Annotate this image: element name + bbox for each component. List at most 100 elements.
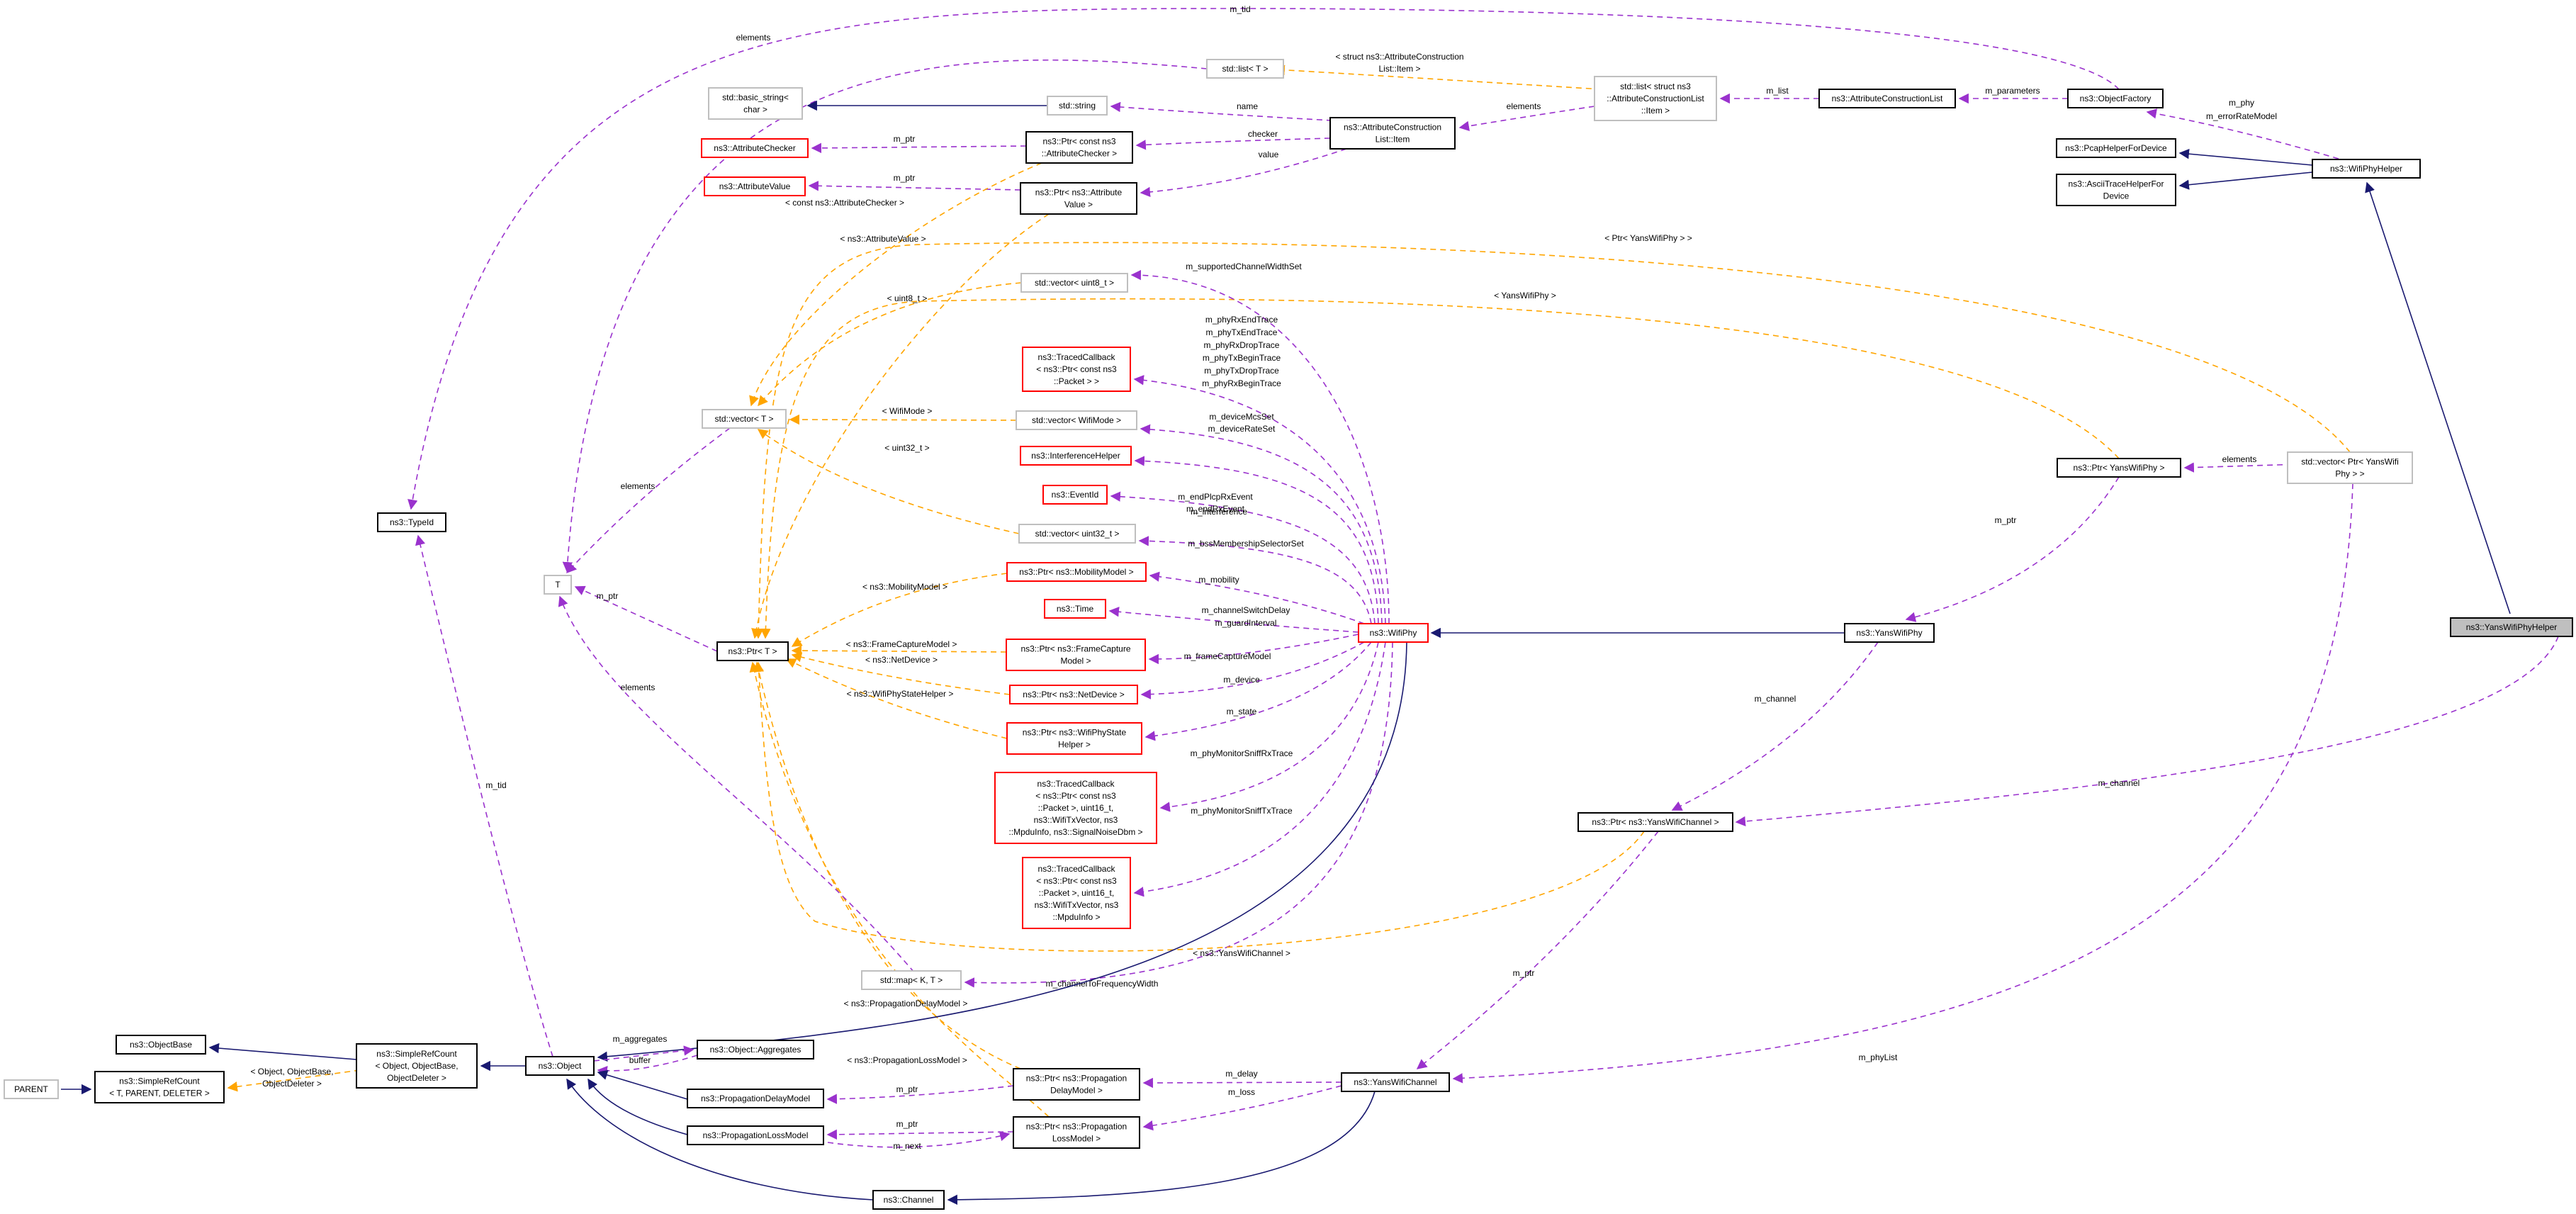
- edge-inherit: [2178, 149, 2313, 166]
- class-node-basic_string[interactable]: std::basic_string<char >: [708, 87, 803, 120]
- node-box: [1818, 89, 1956, 108]
- edge-label: m_deviceMcsSet: [1209, 412, 1274, 422]
- class-node-aggregates[interactable]: ns3::Object::Aggregates: [697, 1040, 814, 1060]
- edge-label: m_phy: [2229, 98, 2254, 108]
- class-node-vec_uint32[interactable]: std::vector< uint32_t >: [1018, 524, 1136, 544]
- edge-label: m_channelToFrequencyWidth: [1046, 979, 1159, 989]
- class-node-vec_t[interactable]: std::vector< T >: [702, 409, 787, 429]
- edge-line: [1416, 831, 1659, 1069]
- class-node-attrconslist[interactable]: ns3::AttributeConstructionList: [1818, 89, 1956, 108]
- class-node-ptr_yanswifiphy[interactable]: ns3::Ptr< YansWifiPhy >: [2057, 458, 2181, 478]
- class-node-time[interactable]: ns3::Time: [1044, 599, 1106, 619]
- edge-line: [593, 1045, 694, 1062]
- class-node-yanswifichannel[interactable]: ns3::YansWifiChannel: [1341, 1072, 1450, 1092]
- edge-label: m_errorRateModel: [2206, 111, 2277, 121]
- class-node-eventid[interactable]: ns3::EventId: [1042, 485, 1108, 505]
- class-node-ptr_t[interactable]: ns3::Ptr< T >: [716, 641, 789, 661]
- edge-label: m_tid: [485, 780, 506, 790]
- edge-use: m_channel: [1671, 641, 1879, 811]
- class-node-map_kt[interactable]: std::map< K, T >: [861, 970, 962, 990]
- class-node-typeid[interactable]: ns3::TypeId: [377, 512, 446, 532]
- class-node-traced_sniffrx[interactable]: ns3::TracedCallback< ns3::Ptr< const ns3…: [994, 772, 1157, 844]
- edges-layer: m_phym_errorRateModelm_parametersm_listm…: [61, 4, 2559, 1205]
- class-node-ptr_mobility[interactable]: ns3::Ptr< ns3::MobilityModel >: [1006, 562, 1147, 582]
- edge-tmpl: < uint8_t >: [758, 282, 1022, 407]
- node-label: ns3::TracedCallback: [1037, 779, 1115, 789]
- node-label: ns3::WifiPhyHelper: [2330, 164, 2402, 174]
- class-node-ptr_yanschannel[interactable]: ns3::Ptr< ns3::YansWifiChannel >: [1577, 812, 1733, 832]
- node-label: ::Packet >, uint16_t,: [1039, 888, 1114, 898]
- edge-line: [811, 142, 1027, 154]
- node-box: [544, 575, 572, 595]
- edge-label: m_aggregates: [613, 1034, 668, 1044]
- edge-inherit: [947, 1091, 1376, 1205]
- class-node-vec_wifimode[interactable]: std::vector< WifiMode >: [1016, 410, 1137, 430]
- class-node-ptr_value[interactable]: ns3::Ptr< ns3::AttributeValue >: [1020, 182, 1137, 215]
- class-node-ptr_checker[interactable]: ns3::Ptr< const ns3::AttributeChecker >: [1025, 131, 1133, 164]
- class-node-ptr_propdelay[interactable]: ns3::Ptr< ns3::PropagationDelayModel >: [1013, 1068, 1140, 1101]
- class-node-simplerefcount_obj[interactable]: ns3::SimpleRefCount< Object, ObjectBase,…: [356, 1043, 478, 1089]
- edge-use: m_frameCaptureModel: [1148, 634, 1359, 665]
- node-label: ns3::TypeId: [390, 517, 434, 527]
- edge-label: m_ptr: [896, 1084, 918, 1094]
- edge-use: m_aggregates: [593, 1034, 694, 1062]
- node-label: Device: [2103, 191, 2130, 201]
- class-node-channel[interactable]: ns3::Channel: [872, 1190, 945, 1210]
- class-node-vec_uint8[interactable]: std::vector< uint8_t >: [1020, 273, 1128, 293]
- class-node-propdelay[interactable]: ns3::PropagationDelayModel: [687, 1089, 824, 1108]
- node-box: [1006, 722, 1142, 755]
- edge-use: m_parameters: [1958, 86, 2068, 104]
- edge-line: [1140, 148, 1347, 198]
- node-box: [356, 1043, 478, 1089]
- class-node-vec_ptr_yans[interactable]: std::vector< Ptr< YansWifiPhy > >: [2287, 451, 2413, 484]
- class-node-ptr_statehelper[interactable]: ns3::Ptr< ns3::WifiPhyStateHelper >: [1006, 722, 1142, 755]
- class-node-object[interactable]: ns3::Object: [525, 1056, 595, 1076]
- class-node-ptr_proploss[interactable]: ns3::Ptr< ns3::PropagationLossModel >: [1013, 1116, 1140, 1149]
- node-label: ns3::PcapHelperForDevice: [2065, 143, 2167, 153]
- node-box: [1025, 131, 1133, 164]
- class-node-pcaphelper[interactable]: ns3::PcapHelperForDevice: [2056, 138, 2176, 158]
- class-node-ptr_framecapture[interactable]: ns3::Ptr< ns3::FrameCaptureModel >: [1006, 639, 1146, 671]
- edge-line: [415, 534, 553, 1057]
- node-label: ns3::WifiPhy: [1370, 628, 1417, 638]
- class-node-parent[interactable]: PARENT: [4, 1079, 59, 1099]
- class-node-traced_packet[interactable]: ns3::TracedCallback< ns3::Ptr< const ns3…: [1022, 347, 1131, 392]
- node-label: ns3::ObjectBase: [130, 1040, 192, 1050]
- class-node-attrvalue[interactable]: ns3::AttributeValue: [704, 176, 806, 196]
- edge-label: < ns3::WifiPhyStateHelper >: [847, 689, 954, 699]
- class-node-ptr_netdevice[interactable]: ns3::Ptr< ns3::NetDevice >: [1009, 685, 1138, 704]
- class-node-objectbase[interactable]: ns3::ObjectBase: [116, 1035, 206, 1055]
- node-label: std::basic_string<: [722, 93, 789, 103]
- node-box: [872, 1190, 945, 1210]
- class-node-t_node[interactable]: T: [544, 575, 572, 595]
- node-box: [2067, 89, 2164, 108]
- edge-line: [407, 8, 2120, 510]
- class-node-traced_snifftx[interactable]: ns3::TracedCallback< ns3::Ptr< const ns3…: [1022, 857, 1131, 929]
- class-node-simplerefcount_t[interactable]: ns3::SimpleRefCount< T, PARENT, DELETER …: [94, 1071, 225, 1103]
- class-node-attrchecker[interactable]: ns3::AttributeChecker: [701, 138, 809, 158]
- node-label: char >: [743, 105, 767, 115]
- class-node-interference[interactable]: ns3::InterferenceHelper: [1020, 446, 1132, 466]
- class-node-wifiphyhelper[interactable]: ns3::WifiPhyHelper: [2312, 159, 2421, 179]
- class-node-yanswifiphyhelper[interactable]: ns3::YansWifiPhyHelper: [2450, 617, 2573, 637]
- edge-inherit: [587, 1078, 688, 1135]
- node-label: Phy > >: [2335, 469, 2364, 479]
- edge-label: < Ptr< YansWifiPhy > >: [1604, 233, 1692, 243]
- edge-label: < uint8_t >: [887, 293, 928, 303]
- edge-line: [1458, 106, 1595, 131]
- edge-use: m_loss: [1142, 1085, 1342, 1131]
- class-node-objectfactory[interactable]: ns3::ObjectFactory: [2067, 89, 2164, 108]
- edge-label: m_state: [1227, 707, 1257, 716]
- class-node-wifiphy[interactable]: ns3::WifiPhy: [1358, 623, 1429, 643]
- edge-label: m_endRxEvent: [1186, 504, 1245, 514]
- edge-use: m_ptr: [808, 173, 1021, 191]
- class-node-stdlist_item[interactable]: std::list< struct ns3::AttributeConstruc…: [1594, 76, 1717, 121]
- edge-line: [597, 641, 1407, 1062]
- class-node-stdstring[interactable]: std::string: [1047, 96, 1108, 116]
- class-node-yanswifiphy[interactable]: ns3::YansWifiPhy: [1844, 623, 1935, 643]
- node-label: T: [555, 580, 561, 590]
- class-node-attrcons_item[interactable]: ns3::AttributeConstructionList::Item: [1329, 117, 1456, 150]
- class-node-stdlist_t[interactable]: std::list< T >: [1206, 59, 1284, 79]
- class-node-proploss[interactable]: ns3::PropagationLossModel: [687, 1125, 824, 1145]
